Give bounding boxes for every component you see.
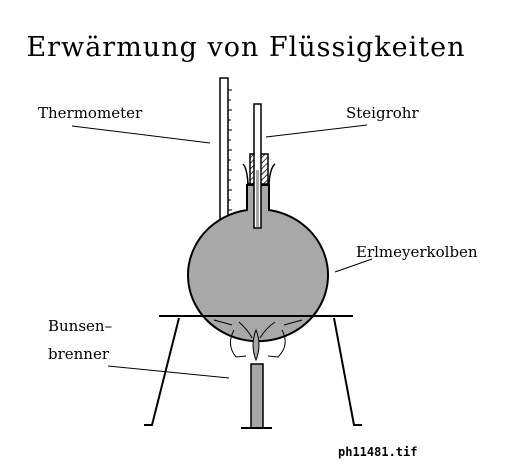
diagram-title: Erwärmung von Flüssigkeiten	[26, 32, 465, 63]
label-bunsenbrenner-line1: Bunsen–	[48, 317, 112, 335]
burner-flame	[213, 319, 303, 362]
label-erlmeyerkolben: Erlmeyerkolben	[356, 243, 478, 261]
bunsen-burner	[241, 363, 272, 429]
leader-erlmeyerkolben	[334, 258, 373, 273]
thermometer-scale	[228, 89, 232, 211]
thermometer	[219, 77, 232, 227]
steigrohr-tube	[253, 103, 262, 229]
leader-bunsenbrenner	[107, 365, 230, 379]
label-bunsenbrenner-line2: brenner	[48, 345, 110, 363]
leader-thermometer	[71, 125, 211, 144]
label-steigrohr: Steigrohr	[346, 104, 419, 122]
filename-label: ph11481.tif	[338, 445, 417, 459]
label-thermometer: Thermometer	[38, 104, 143, 122]
leader-steigrohr	[265, 124, 368, 138]
tripod-stand	[144, 315, 362, 426]
